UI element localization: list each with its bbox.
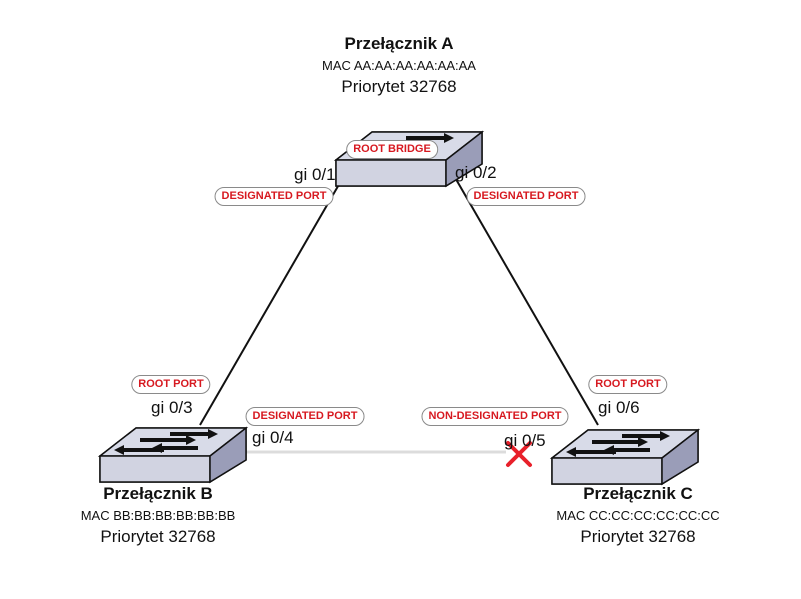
port-c-gi06-role: ROOT PORT: [588, 375, 668, 394]
switch-b-priority: Priorytet 32768: [100, 527, 216, 546]
port-c-gi06-label: gi 0/6: [598, 398, 640, 417]
switch-c-network-switch-icon: [551, 429, 699, 485]
switch-c-mac: MAC CC:CC:CC:CC:CC:CC: [556, 508, 720, 523]
switch-b-network-switch-icon: [99, 427, 247, 483]
port-c-gi05-label: gi 0/5: [504, 431, 546, 450]
port-a-gi02-role: DESIGNATED PORT: [466, 187, 586, 206]
switch-c-priority: Priorytet 32768: [580, 527, 696, 546]
blocked-x-icon: [506, 441, 532, 467]
switch-a-name: Przełącznik A: [344, 34, 454, 53]
port-b-gi04-label: gi 0/4: [252, 428, 294, 447]
switch-b-name: Przełącznik B: [103, 484, 213, 503]
port-c-gi05-role: NON-DESIGNATED PORT: [421, 407, 569, 426]
switch-a-priority: Priorytet 32768: [341, 77, 457, 96]
root-bridge-badge: ROOT BRIDGE: [346, 140, 438, 159]
port-b-gi04-role: DESIGNATED PORT: [245, 407, 365, 426]
port-b-gi03-label: gi 0/3: [151, 398, 193, 417]
switch-a-mac: MAC AA:AA:AA:AA:AA:AA: [322, 58, 476, 73]
port-a-gi02-label: gi 0/2: [455, 163, 497, 182]
port-a-gi01-role: DESIGNATED PORT: [214, 187, 334, 206]
switch-b-mac: MAC BB:BB:BB:BB:BB:BB: [80, 508, 236, 523]
port-b-gi03-role: ROOT PORT: [131, 375, 211, 394]
port-a-gi01-label: gi 0/1: [294, 165, 336, 184]
switch-c-name: Przełącznik C: [583, 484, 693, 503]
